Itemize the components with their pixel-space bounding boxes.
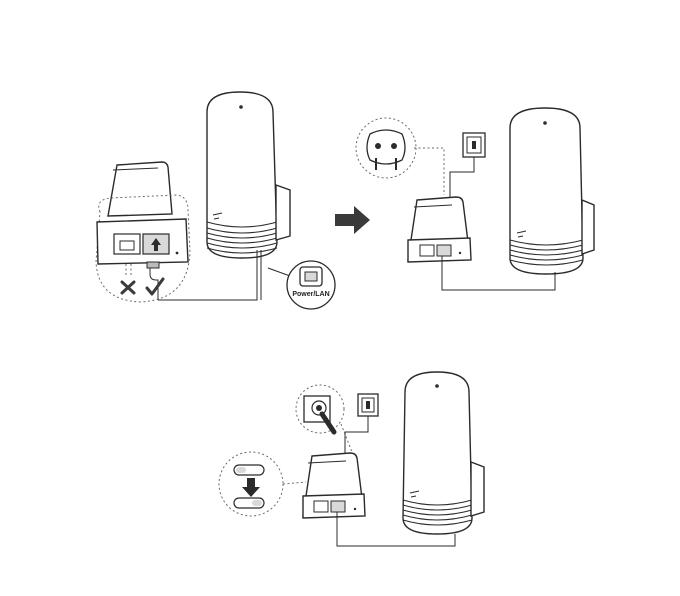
poe-injector-icon [408, 197, 471, 262]
power-lan-callout: Power/LAN [268, 261, 335, 309]
power-plug-callout [356, 118, 444, 195]
ethernet-port-left-icon [114, 234, 140, 254]
step-1-panel: Power/LAN [96, 92, 335, 309]
wall-outlet-icon [358, 394, 378, 416]
step-3-panel [219, 372, 484, 546]
power-lan-label: Power/LAN [292, 291, 329, 298]
check-mark-icon [147, 279, 163, 294]
router-unit-icon [510, 108, 594, 274]
arrow-right-icon [335, 206, 370, 234]
plugged-socket-icon [304, 396, 334, 432]
step-2-panel [356, 108, 594, 290]
router-unit-icon [207, 92, 290, 258]
arrow-down-icon [242, 478, 260, 497]
power-lan-port-icon [300, 267, 322, 286]
ethernet-port-right-icon [143, 234, 169, 254]
cross-mark-icon [122, 282, 134, 293]
power-plug-icon [367, 130, 405, 170]
poe-injector-icon [303, 453, 365, 518]
router-unit-icon [403, 372, 484, 534]
wall-outlet-icon [463, 133, 485, 157]
switch-callout [219, 452, 306, 516]
plug-wall-callout [296, 385, 352, 452]
poe-injector-icon [108, 162, 172, 216]
